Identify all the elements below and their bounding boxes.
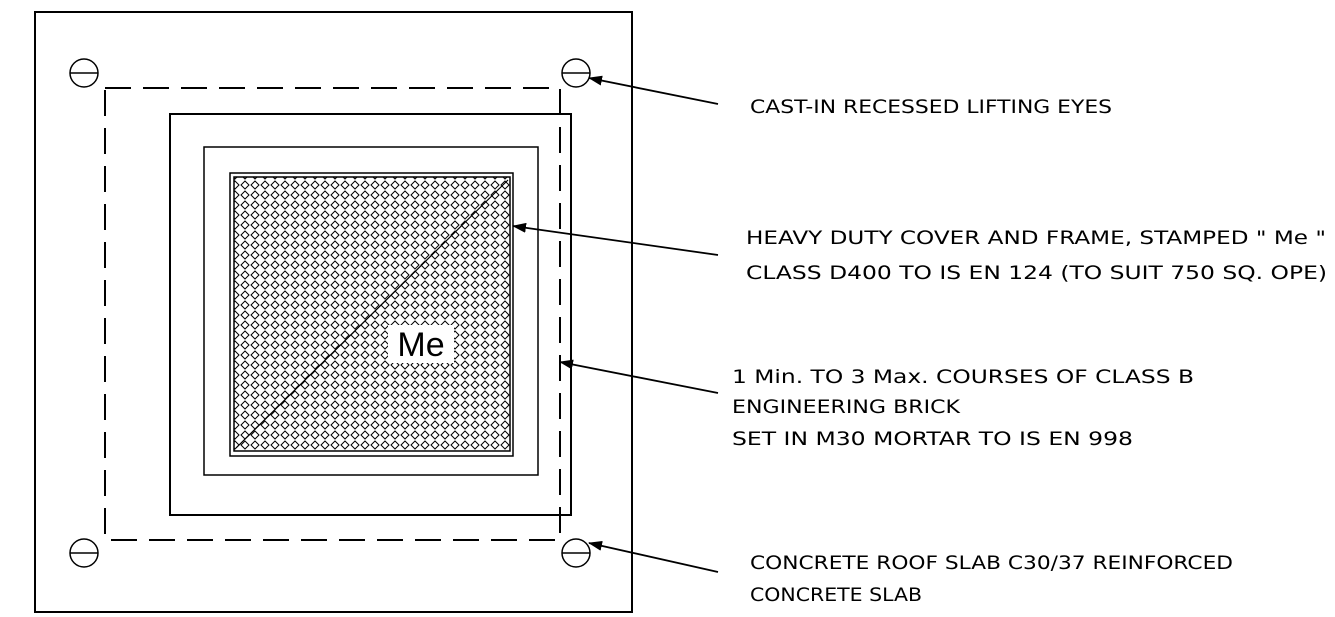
note-roof-slab-line-2: CONCRETE SLAB	[750, 584, 922, 606]
note-brick-courses-line-3: SET IN M30 MORTAR TO IS EN 998	[732, 428, 1133, 450]
note-roof-slab-line-1: CONCRETE ROOF SLAB C30/37 REINFORCED	[750, 552, 1233, 574]
note-brick-courses-line-1: 1 Min. TO 3 Max. COURSES OF CLASS B	[732, 366, 1194, 388]
leader-arrow-roof-slab	[588, 540, 719, 573]
note-cover-frame-line-2: CLASS D400 TO IS EN 124 (TO SUIT 750 SQ.…	[746, 262, 1327, 284]
lifting-eye-top-right	[561, 58, 591, 88]
note-cover-frame-line-1: HEAVY DUTY COVER AND FRAME, STAMPED " Me…	[746, 227, 1326, 249]
cover-diagonal-line	[235, 179, 509, 449]
stamp-mask	[388, 325, 454, 363]
cover-seat-outline	[229, 172, 514, 457]
note-brick-courses-line-2: ENGINEERING BRICK	[732, 396, 961, 418]
leader-arrow-brick-courses	[559, 359, 719, 394]
lifting-eye-bottom-left	[69, 538, 99, 568]
lifting-eye-top-left	[69, 58, 99, 88]
frame-outer-outline	[169, 113, 572, 516]
frame-inner-outline	[203, 146, 539, 476]
leader-arrow-lifting-eyes	[588, 75, 719, 105]
cover-stamp-text: Me	[397, 326, 444, 364]
lifting-eye-bottom-right	[561, 538, 591, 568]
leader-arrow-cover-frame	[512, 222, 719, 256]
roof-slab-outline	[34, 11, 633, 613]
note-lifting-eyes: CAST-IN RECESSED LIFTING EYES	[750, 96, 1112, 118]
